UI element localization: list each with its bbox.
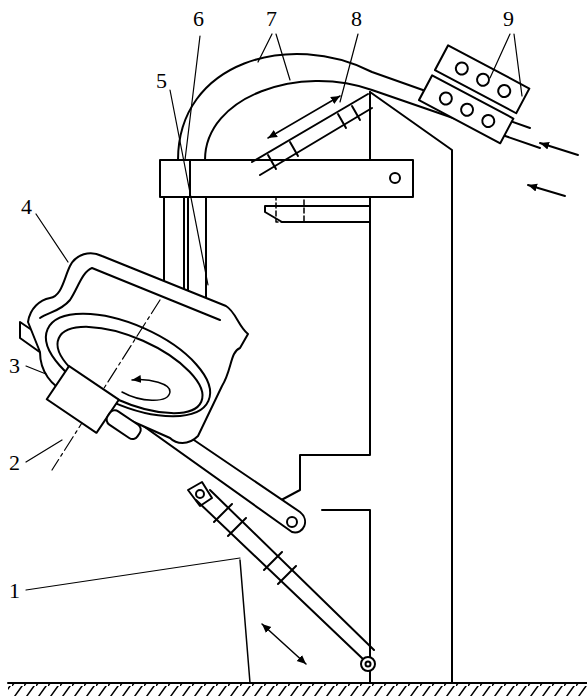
callout-number: 5: [155, 70, 168, 92]
callout-number: 7: [265, 8, 278, 30]
callout-number: 2: [8, 452, 21, 474]
leader-lines: [26, 34, 522, 590]
callout-number: 8: [350, 8, 363, 30]
callout-number: 9: [502, 8, 515, 30]
hoses: [178, 54, 578, 196]
callout-number: 6: [192, 8, 205, 30]
feed-rollers: [419, 45, 529, 143]
ground: [8, 683, 587, 696]
tilt-cylinder: [188, 482, 375, 683]
wheel-rim: [28, 253, 248, 443]
cylinder: [252, 94, 372, 175]
callout-number: 1: [8, 580, 21, 602]
callout-number: 3: [8, 355, 21, 377]
arm: [160, 160, 413, 197]
callout-number: 4: [20, 196, 33, 218]
